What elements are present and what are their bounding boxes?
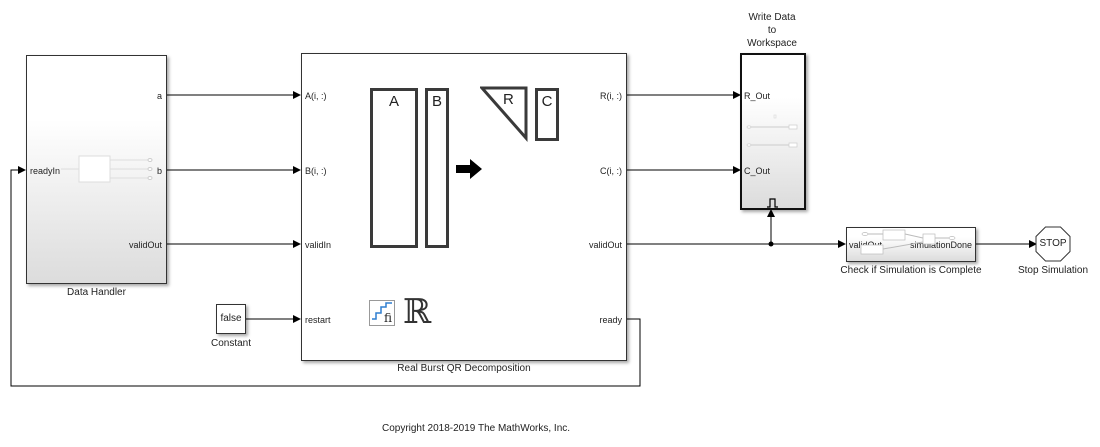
real-domain-icon: ℝ <box>403 292 432 332</box>
branch-point <box>768 241 774 247</box>
copyright-text: Copyright 2018-2019 The MathWorks, Inc. <box>381 423 571 434</box>
data-handler-block[interactable]: readyIn a b validOut <box>26 55 167 284</box>
port-c-out-in: C_Out <box>744 166 771 176</box>
qr-caption: Real Burst QR Decomposition <box>397 363 531 374</box>
check-preview-icon <box>860 229 956 255</box>
right-arrow-icon <box>456 159 482 179</box>
matrix-r-label: R <box>503 91 514 108</box>
port-c-out: C(i, :) <box>600 166 622 176</box>
matrix-b-icon: B <box>425 88 449 248</box>
port-r-out: R(i, :) <box>600 91 622 101</box>
matrix-r-icon <box>480 86 528 142</box>
port-a-in: A(i, :) <box>305 91 327 101</box>
write-data-caption-2: to <box>767 25 777 36</box>
constant-block[interactable]: false <box>216 304 246 334</box>
stop-caption: Stop Simulation <box>1017 265 1089 276</box>
port-restart: restart <box>305 315 331 325</box>
line-ready-feedback[interactable] <box>10 166 641 387</box>
workspace-preview-icon <box>746 114 798 148</box>
data-handler-caption: Data Handler <box>67 287 126 298</box>
port-validout: validOut <box>128 240 162 250</box>
write-data-caption-3: Workspace <box>747 38 797 49</box>
port-r-out-in: R_Out <box>744 91 771 101</box>
port-simulationdone: simulationDone <box>909 240 972 250</box>
port-validin: validIn <box>305 240 332 250</box>
port-validout-qr: validOut <box>588 240 622 250</box>
write-data-caption-1: Write Data <box>748 12 796 23</box>
port-b-in: B(i, :) <box>305 166 327 176</box>
port-a: a <box>156 91 162 101</box>
trigger-pulse-icon <box>767 198 778 208</box>
constant-caption: Constant <box>210 338 252 349</box>
port-ready: ready <box>599 315 622 325</box>
check-complete-caption: Check if Simulation is Complete <box>840 265 982 276</box>
matrix-c-icon: C <box>535 88 559 141</box>
stop-sign-icon[interactable] <box>1035 226 1071 262</box>
subsystem-preview-icon <box>61 155 153 183</box>
write-data-block[interactable]: R_Out C_Out <box>740 53 806 210</box>
port-b: b <box>156 166 162 176</box>
constant-value: false <box>220 313 242 324</box>
qr-decomposition-block[interactable]: A(i, :) B(i, :) validIn restart R(i, :) … <box>301 53 627 361</box>
fixed-point-icon: fi <box>369 300 395 326</box>
check-complete-block[interactable]: validOut simulationDone <box>846 227 976 262</box>
stop-label: STOP <box>1039 238 1067 249</box>
port-readyin: readyIn <box>30 166 61 176</box>
matrix-a-icon: A <box>370 88 418 248</box>
